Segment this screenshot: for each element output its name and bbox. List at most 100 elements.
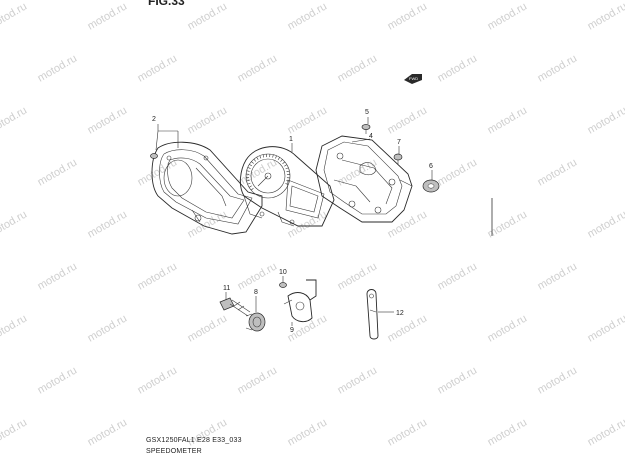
watermark-text: motod.ru (386, 208, 430, 240)
gauge-tick (253, 158, 257, 162)
watermark-text: motod.ru (586, 416, 625, 448)
watermark-text: motod.ru (236, 364, 280, 396)
watermark-text: motod.ru (436, 260, 480, 292)
gauge-tick (277, 157, 280, 161)
gauge-tick (272, 154, 274, 158)
gauge-tick (285, 167, 289, 170)
watermark-text: motod.ru (536, 52, 580, 84)
watermark-text: motod.ru (36, 364, 80, 396)
watermark-text: motod.ru (486, 0, 530, 32)
watermark-text: motod.ru (136, 52, 180, 84)
watermark-text: motod.ru (86, 416, 130, 448)
callout-7: 7 (397, 139, 401, 146)
watermark-text: motod.ru (586, 0, 625, 32)
gauge-tick (262, 154, 265, 158)
watermark-text: motod.ru (186, 208, 230, 240)
watermark-text: motod.ru (186, 104, 230, 136)
watermark-text: motod.ru (236, 156, 280, 188)
gauge-tick (259, 155, 262, 159)
callout-labels: 2 1 5 4 7 6 11 8 10 9 12 (152, 109, 433, 334)
watermark-text: motod.ru (286, 0, 330, 32)
cushion-part-6 (422, 179, 440, 193)
callout-2: 2 (152, 116, 156, 123)
meter-case-part (315, 135, 413, 223)
watermark-text: motod.ru (336, 260, 380, 292)
watermark-text: motod.ru (386, 104, 430, 136)
gauge-tick (256, 156, 259, 160)
watermark-text: motod.ru (0, 312, 29, 344)
watermark-text: motod.ru (386, 0, 430, 32)
watermark-text: motod.ru (0, 208, 29, 240)
watermark-text: motod.ru (36, 260, 80, 292)
leader-lines (155, 117, 433, 326)
gauge-tick (249, 164, 253, 167)
gauge-tick (248, 185, 252, 188)
bolt-part-7 (393, 153, 403, 164)
watermark-text: motod.ru (186, 312, 230, 344)
watermark-text: motod.ru (336, 364, 380, 396)
watermark-text: motod.ru (386, 312, 430, 344)
watermark-text: motod.ru (236, 52, 280, 84)
watermark-text: motod.ru (0, 0, 29, 32)
callout-6: 6 (429, 163, 433, 170)
screw-part-2 (150, 153, 158, 159)
watermark-text: motod.ru (436, 156, 480, 188)
screw-part-5 (361, 124, 371, 134)
watermark-text: motod.ru (86, 104, 130, 136)
callout-1: 1 (289, 136, 293, 143)
watermark-text: motod.ru (136, 260, 180, 292)
gauge-tick (280, 159, 283, 162)
gauge-tick (275, 155, 277, 159)
watermark-text: motod.ru (586, 104, 625, 136)
watermark-text: motod.ru (186, 0, 230, 32)
watermark-text: motod.ru (136, 364, 180, 396)
figure-title: SPEEDOMETER (146, 448, 202, 455)
watermark-text: motod.ru (486, 416, 530, 448)
gauge-tick (251, 161, 254, 164)
watermark-text: motod.ru (436, 52, 480, 84)
gauge-tick (286, 170, 290, 173)
figure-ref: FIG.33 (148, 0, 185, 8)
gauge-tick (282, 161, 286, 165)
watermark-text: motod.ru (86, 0, 130, 32)
watermark-text: motod.ru (236, 260, 280, 292)
watermark-text: motod.ru (36, 52, 80, 84)
bracket-part-12 (366, 289, 379, 340)
watermark-text: motod.ru (536, 364, 580, 396)
callout-5: 5 (365, 109, 369, 116)
figure-code: GSX1250FAL1 E28 E33_033 (146, 437, 242, 444)
watermark-text: motod.ru (336, 156, 380, 188)
bolt-part-11 (219, 297, 251, 317)
screw-part-10 (279, 282, 287, 288)
gauge-tick-ring (246, 154, 290, 191)
bracket-part-9 (283, 279, 317, 323)
watermark-text: motod.ru (36, 156, 80, 188)
callout-11: 11 (223, 285, 230, 292)
watermark-text: motod.ru (536, 260, 580, 292)
meter-cover-part (151, 141, 263, 235)
gauge-tick (247, 167, 251, 169)
watermark-text: motod.ru (436, 364, 480, 396)
meter-assembly-part (239, 146, 335, 227)
watermark-text: motod.ru (586, 208, 625, 240)
gauge-tick (246, 170, 250, 172)
callout-10: 10 (279, 269, 287, 276)
watermark-text: motod.ru (336, 52, 380, 84)
callout-9: 9 (290, 327, 294, 334)
callout-4: 4 (369, 133, 373, 140)
fwd-arrow-icon: FWD (404, 74, 422, 84)
watermark-text: motod.ru (386, 416, 430, 448)
gauge-tick (246, 179, 250, 182)
watermark-text: motod.ru (0, 416, 29, 448)
callout-12: 12 (396, 310, 404, 317)
watermark-text: motod.ru (86, 208, 130, 240)
watermark-text: motod.ru (536, 156, 580, 188)
gauge-tick (284, 164, 288, 167)
watermark-text: motod.ru (486, 104, 530, 136)
gauge-tick (250, 187, 254, 191)
watermark-text: motod.ru (586, 312, 625, 344)
watermark-text: motod.ru (0, 104, 29, 136)
callout-8: 8 (254, 289, 258, 296)
